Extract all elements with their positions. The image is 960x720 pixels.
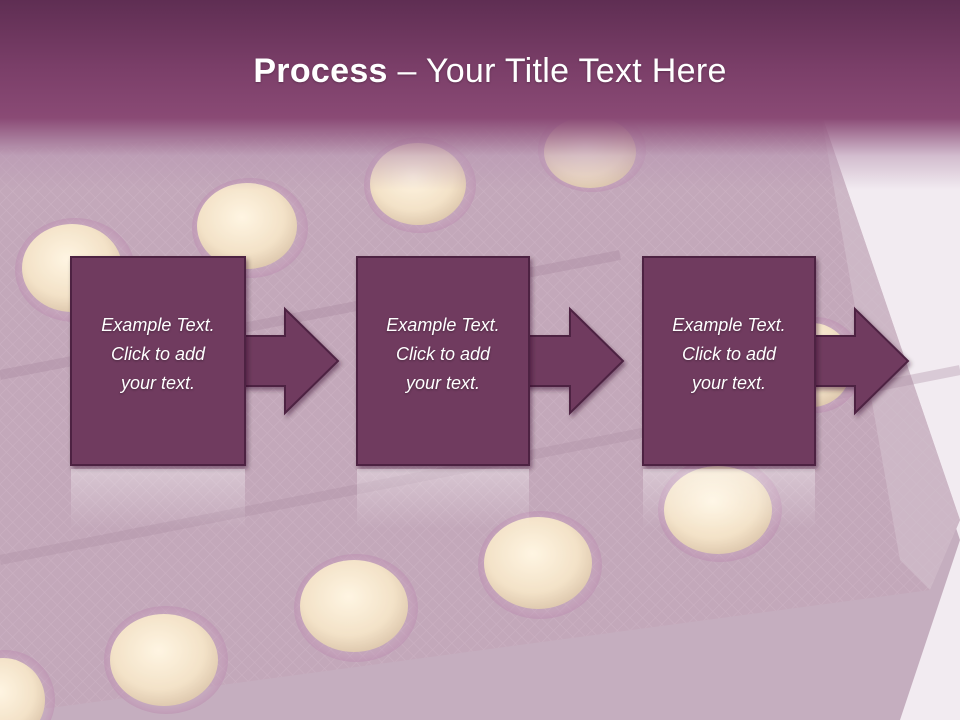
- step-box-3: [642, 256, 816, 466]
- step-reflection-3: [643, 469, 815, 529]
- step-2-line-1: Example Text.: [386, 315, 500, 335]
- step-text-3[interactable]: Example Text. Click to add your text.: [643, 311, 815, 398]
- step-text-1[interactable]: Example Text. Click to add your text.: [71, 311, 245, 398]
- arrow-3: [809, 306, 910, 416]
- step-1-line-2: Click to add: [110, 344, 206, 364]
- arrow-1: [239, 306, 340, 416]
- step-3-line-1: Example Text.: [672, 315, 786, 335]
- title-band: [0, 0, 960, 190]
- process-step-1[interactable]: [70, 256, 340, 529]
- step-1-line-1: Example Text.: [101, 315, 215, 335]
- step-3-line-3: your text.: [691, 373, 767, 393]
- process-step-3[interactable]: [642, 256, 910, 529]
- title-rest: – Your Title Text Here: [387, 52, 727, 90]
- arrow-2: [524, 306, 625, 416]
- step-3-line-2: Click to add: [681, 344, 777, 364]
- step-1-line-3: your text.: [120, 373, 196, 393]
- step-box-1: [70, 256, 246, 466]
- slide-title[interactable]: Process – Your Title Text Here: [0, 52, 960, 91]
- step-text-2[interactable]: Example Text. Click to add your text.: [357, 311, 529, 398]
- step-2-line-3: your text.: [405, 373, 481, 393]
- process-step-2[interactable]: [356, 256, 625, 529]
- title-bold: Process: [253, 52, 388, 90]
- step-reflection-2: [357, 469, 529, 529]
- step-2-line-2: Click to add: [395, 344, 491, 364]
- step-box-2: [356, 256, 530, 466]
- step-reflection-1: [71, 469, 245, 529]
